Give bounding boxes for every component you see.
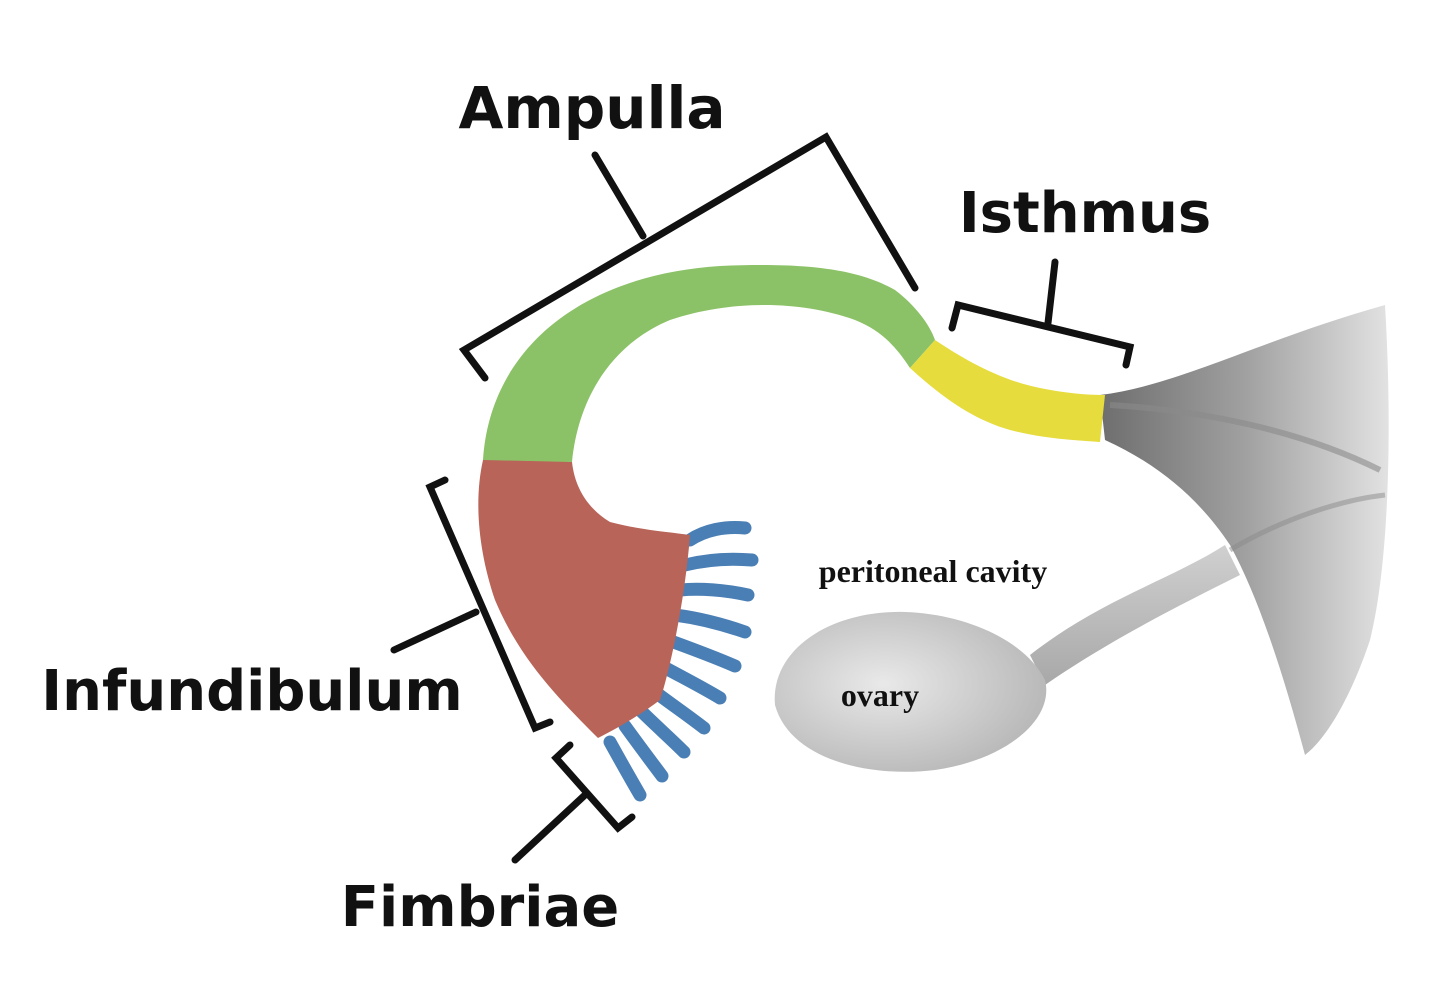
ovary-shape [774, 611, 1047, 772]
isthmus-label: Isthmus [959, 181, 1211, 246]
peritoneal-cavity-label: peritoneal cavity [819, 553, 1047, 589]
fimbriae-projections [603, 521, 759, 802]
ampulla-label: Ampulla [458, 74, 725, 142]
fimbriae-label: Fimbriae [341, 875, 619, 940]
isthmus-shape [910, 340, 1105, 442]
infundibulum-shape [478, 459, 690, 738]
ovarian-ligament [1030, 545, 1240, 685]
infundibulum-label: Infundibulum [41, 659, 462, 724]
ovary-label: ovary [841, 677, 919, 713]
ampulla-shape [483, 265, 935, 462]
uterus-shape [1100, 305, 1389, 755]
ampulla-bracket [458, 132, 919, 382]
infundibulum-bracket [390, 476, 554, 733]
fimbriae-bracket [511, 741, 636, 864]
isthmus-bracket [948, 258, 1135, 369]
